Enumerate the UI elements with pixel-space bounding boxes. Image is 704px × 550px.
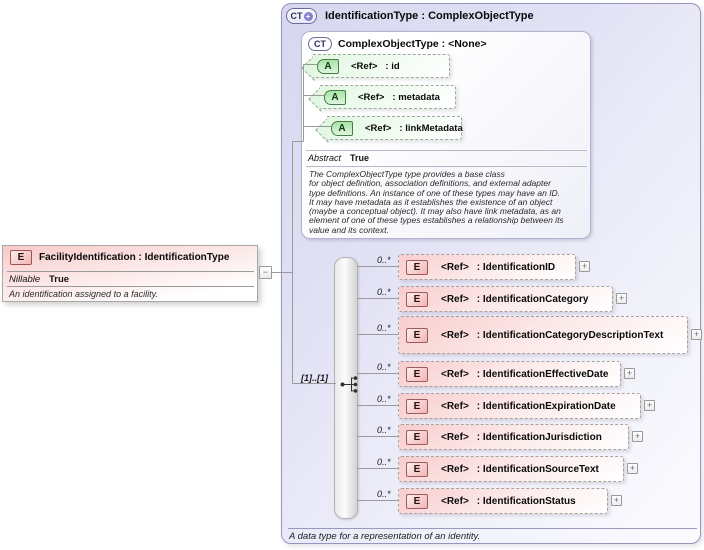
ref-label: <Ref> <box>441 368 469 380</box>
element-ref-identificationeffectivedate[interactable]: E <Ref> : IdentificationEffectiveDate <box>398 361 621 387</box>
ref-label: <Ref> <box>441 431 469 443</box>
element-row: 0..* E <Ref> : IdentificationJurisdictio… <box>377 424 643 450</box>
element-name: : IdentificationEffectiveDate <box>476 368 609 380</box>
ref-label: <Ref> <box>358 91 385 103</box>
element-icon: E <box>406 493 428 509</box>
attribute-ref-id[interactable]: A <Ref> : id <box>313 54 450 78</box>
occurrence-label: 0..* <box>377 362 391 372</box>
element-row: 0..* E <Ref> : IdentificationCategory + <box>377 286 627 312</box>
collapse-icon[interactable]: − <box>259 266 272 279</box>
element-ref-identificationcategory[interactable]: E <Ref> : IdentificationCategory <box>398 286 613 312</box>
divider <box>306 166 587 167</box>
occurrence-label: 0..* <box>377 394 391 404</box>
element-row: 0..* E <Ref> : IdentificationEffectiveDa… <box>377 361 635 387</box>
base-type-title: ComplexObjectType : <None> <box>338 38 487 50</box>
element-name: : IdentificationJurisdiction <box>476 431 602 443</box>
element-title: FacilityIdentification : IdentificationT… <box>39 252 230 263</box>
nillable-facet-label: Nillable <box>9 274 41 285</box>
abstract-facet-label: Abstract <box>308 153 342 163</box>
ref-label: <Ref> <box>441 400 469 412</box>
element-row: 0..* E <Ref> : IdentificationID + <box>377 254 590 280</box>
element-annotation: An identification assigned to a facility… <box>9 289 158 299</box>
ref-label: <Ref> <box>441 261 469 273</box>
element-icon: E <box>406 291 428 307</box>
occurrence-label: 0..* <box>377 255 391 265</box>
expand-icon[interactable]: + <box>616 293 627 304</box>
type-annotation: A data type for a representation of an i… <box>289 531 481 542</box>
element-row: 0..* E <Ref> : IdentificationCategoryDes… <box>377 316 702 354</box>
occurrence-label: 0..* <box>377 457 391 467</box>
attribute-name: : metadata <box>392 91 440 103</box>
element-name: : IdentificationCategory <box>476 293 589 305</box>
ref-label: <Ref> <box>441 329 469 341</box>
expand-icon[interactable]: + <box>624 368 635 379</box>
abstract-facet-value: True <box>350 153 370 163</box>
attribute-icon: A <box>331 120 353 136</box>
divider <box>306 150 587 151</box>
ct-label: CT <box>290 11 303 21</box>
element-icon: E <box>406 461 428 477</box>
panel-title-row[interactable]: CT+ IdentificationType : ComplexObjectTy… <box>286 8 534 24</box>
element-row: 0..* E <Ref> : IdentificationSourceText … <box>377 456 638 482</box>
element-icon: E <box>406 429 428 445</box>
expand-icon[interactable]: + <box>627 463 638 474</box>
complex-type-icon: CT <box>308 37 332 51</box>
facility-identification-element-box[interactable]: E FacilityIdentification : Identificatio… <box>2 245 258 302</box>
panel-title: IdentificationType : ComplexObjectType <box>325 10 534 22</box>
identification-type-panel: CT+ IdentificationType : ComplexObjectTy… <box>281 3 702 544</box>
attribute-name: : linkMetadata <box>399 122 463 134</box>
element-title-row: E FacilityIdentification : Identificatio… <box>10 250 229 265</box>
attribute-icon: A <box>317 58 339 74</box>
element-name: : IdentificationCategoryDescriptionText <box>476 329 664 341</box>
ref-label: <Ref> <box>441 463 469 475</box>
element-icon: E <box>406 366 428 382</box>
expand-icon[interactable]: + <box>644 400 655 411</box>
occurrence-label: 0..* <box>377 287 391 297</box>
expand-icon[interactable]: + <box>691 329 702 340</box>
occurrence-label: 0..* <box>377 425 391 435</box>
divider <box>7 271 254 272</box>
occurrence-label: 0..* <box>377 323 391 333</box>
element-ref-identificationjurisdiction[interactable]: E <Ref> : IdentificationJurisdiction <box>398 424 629 450</box>
element-ref-identificationsourcetext[interactable]: E <Ref> : IdentificationSourceText <box>398 456 624 482</box>
element-icon: E <box>406 259 428 275</box>
element-ref-identificationexpirationdate[interactable]: E <Ref> : IdentificationExpirationDate <box>398 393 641 419</box>
sequence-icon <box>340 376 358 393</box>
attribute-ref-metadata[interactable]: A <Ref> : metadata <box>320 85 456 109</box>
sequence-compositor-bar[interactable] <box>334 257 358 519</box>
attribute-icon: A <box>324 89 346 105</box>
expand-icon[interactable]: + <box>632 431 643 442</box>
attribute-ref-linkmetadata[interactable]: A <Ref> : linkMetadata <box>327 116 463 140</box>
element-icon: E <box>406 327 428 343</box>
divider <box>288 528 697 529</box>
element-ref-identificationcategorydescriptiontext[interactable]: E <Ref> : IdentificationCategoryDescript… <box>398 316 688 354</box>
nillable-facet-value: True <box>49 274 70 285</box>
occurrence-label: 0..* <box>377 489 391 499</box>
attribute-name: : id <box>385 60 400 72</box>
element-name: : IdentificationSourceText <box>476 463 599 475</box>
sequence-cardinality-label: [1]..[1] <box>301 373 328 383</box>
ref-label: <Ref> <box>441 293 469 305</box>
complex-type-plus-icon[interactable]: CT+ <box>286 8 317 24</box>
ref-label: <Ref> <box>351 60 378 72</box>
element-row: 0..* E <Ref> : IdentificationStatus + <box>377 488 622 514</box>
element-name: : IdentificationExpirationDate <box>476 400 616 412</box>
expand-icon[interactable]: + <box>579 261 590 272</box>
base-type-annotation: The ComplexObjectType type provides a ba… <box>309 169 564 235</box>
element-icon: E <box>406 398 428 414</box>
element-ref-identificationid[interactable]: E <Ref> : IdentificationID <box>398 254 576 280</box>
element-name: : IdentificationID <box>476 261 556 273</box>
divider <box>7 286 254 287</box>
plus-badge-icon: + <box>303 11 313 21</box>
base-type-box: CT ComplexObjectType : <None> A <Ref> : … <box>301 31 591 239</box>
expand-icon[interactable]: + <box>611 495 622 506</box>
element-icon: E <box>10 250 32 265</box>
element-ref-identificationstatus[interactable]: E <Ref> : IdentificationStatus <box>398 488 608 514</box>
ref-label: <Ref> <box>441 495 469 507</box>
element-name: : IdentificationStatus <box>476 495 576 507</box>
element-row: 0..* E <Ref> : IdentificationExpirationD… <box>377 393 655 419</box>
ref-label: <Ref> <box>365 122 392 134</box>
base-type-title-row[interactable]: CT ComplexObjectType : <None> <box>308 37 487 51</box>
